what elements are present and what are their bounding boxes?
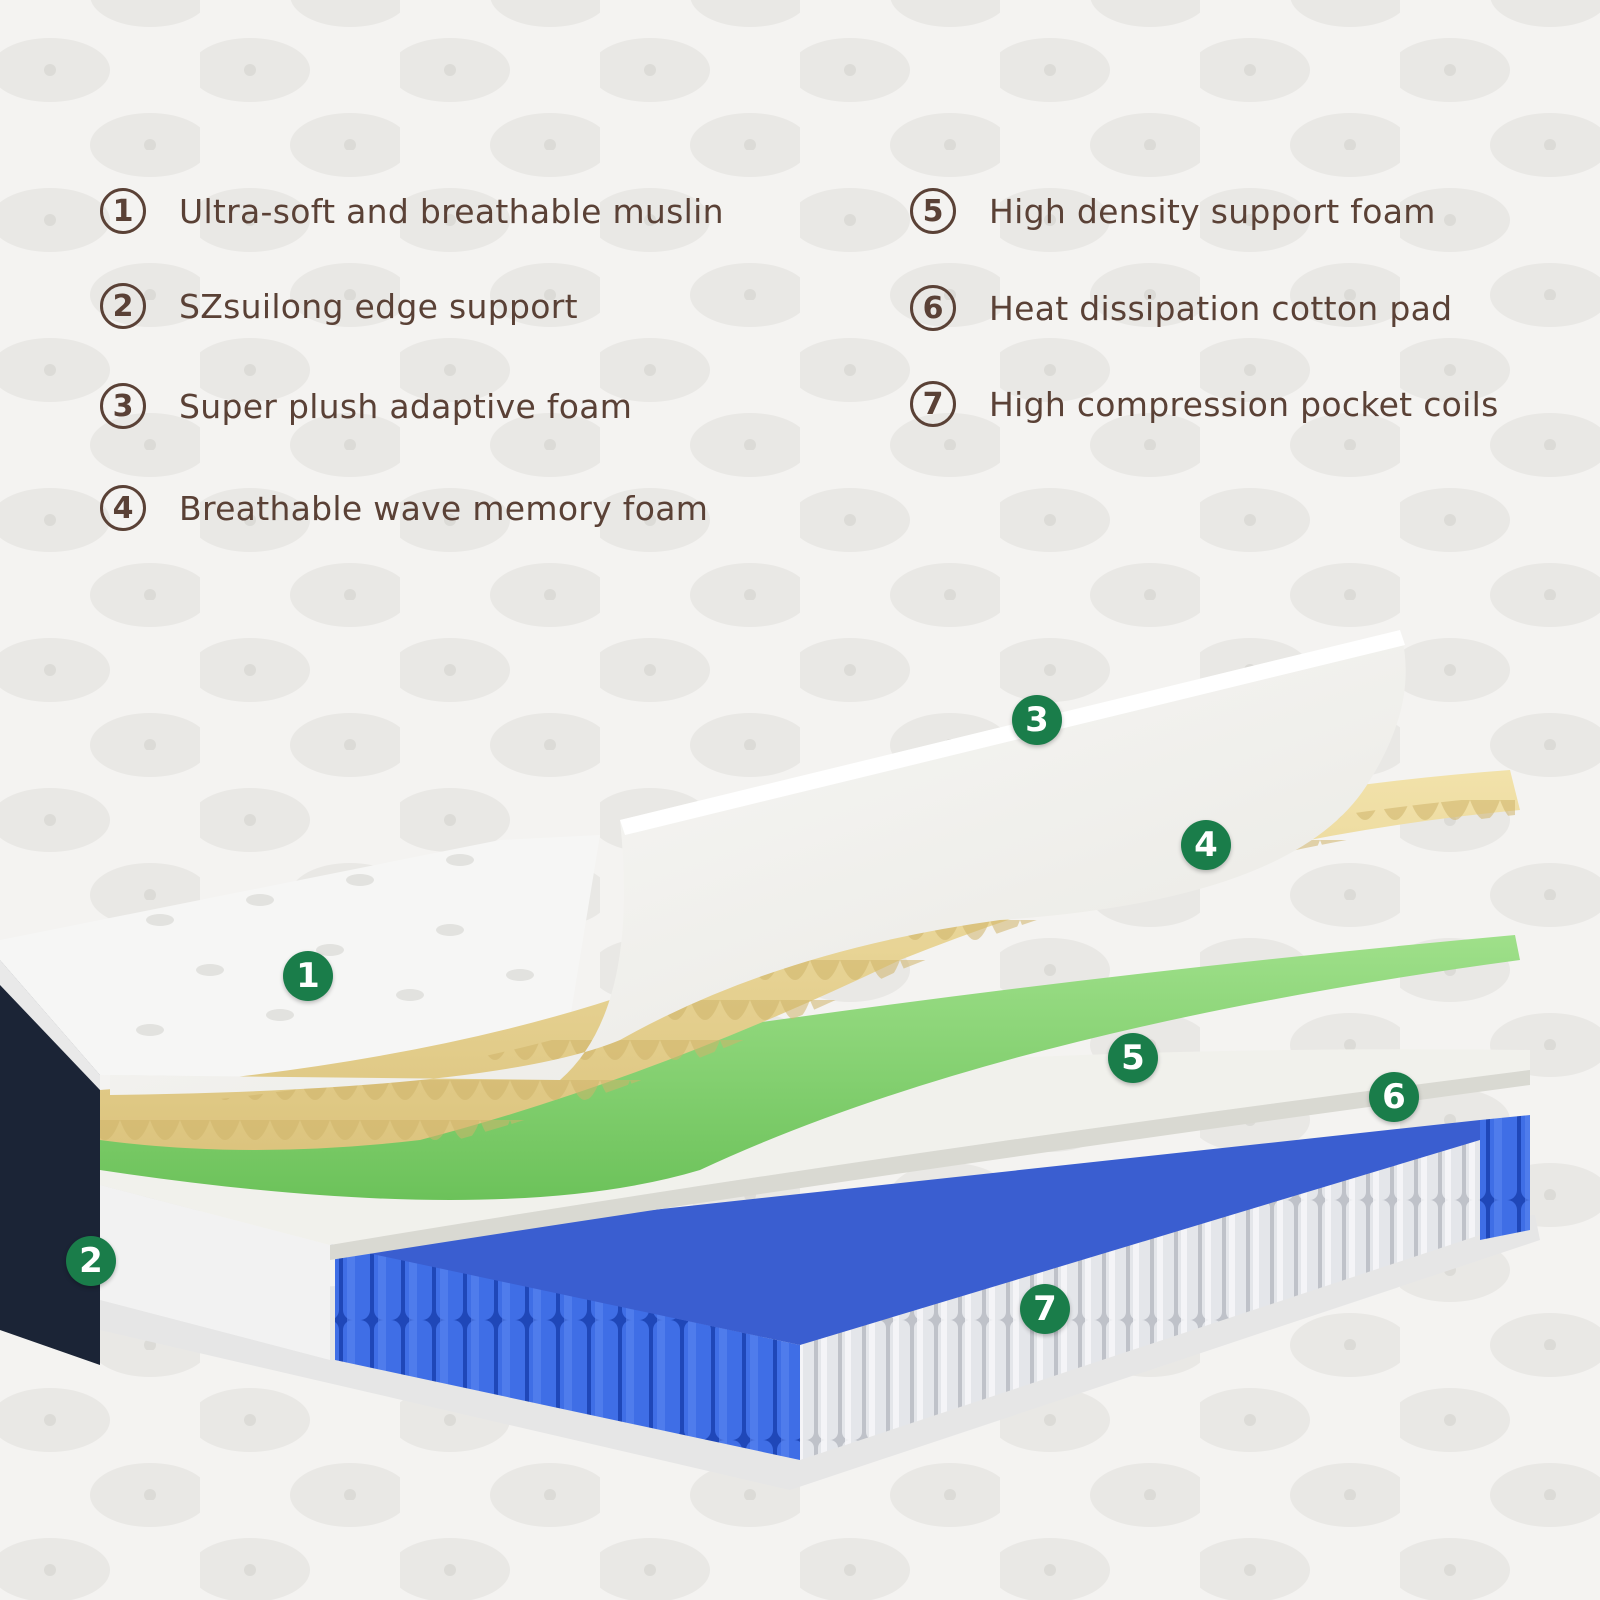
legend-number: 7 bbox=[910, 381, 956, 427]
legend-label: High density support foam bbox=[989, 191, 1436, 231]
legend-item-2: 2 SZsuilong edge support bbox=[100, 276, 578, 336]
legend-item-3: 3 Super plush adaptive foam bbox=[100, 376, 632, 436]
layer-badge-1: 1 bbox=[283, 951, 333, 1001]
layer-badge-2: 2 bbox=[66, 1236, 116, 1286]
legend-item-5: 5 High density support foam bbox=[910, 181, 1436, 241]
legend-item-4: 4 Breathable wave memory foam bbox=[100, 478, 708, 538]
layer-badge-3: 3 bbox=[1012, 695, 1062, 745]
legend-label: Breathable wave memory foam bbox=[179, 488, 709, 528]
legend-number: 5 bbox=[910, 188, 956, 234]
legend-number: 3 bbox=[100, 383, 146, 429]
legend-label: High compression pocket coils bbox=[989, 384, 1499, 424]
legend-item-1: 1 Ultra-soft and breathable muslin bbox=[100, 181, 724, 241]
layer-badge-6: 6 bbox=[1369, 1072, 1419, 1122]
legend-number: 4 bbox=[100, 485, 146, 531]
legend-item-7: 7 High compression pocket coils bbox=[910, 374, 1499, 434]
legend-number: 1 bbox=[100, 188, 146, 234]
legend-item-6: 6 Heat dissipation cotton pad bbox=[910, 278, 1452, 338]
legend-label: Super plush adaptive foam bbox=[179, 386, 633, 426]
legend-label: Heat dissipation cotton pad bbox=[989, 288, 1453, 328]
layer-badge-7: 7 bbox=[1020, 1284, 1070, 1334]
legend-label: Ultra-soft and breathable muslin bbox=[179, 191, 724, 231]
legend-number: 6 bbox=[910, 285, 956, 331]
legend-number: 2 bbox=[100, 283, 146, 329]
layer-badge-5: 5 bbox=[1108, 1033, 1158, 1083]
layer-badge-4: 4 bbox=[1181, 820, 1231, 870]
legend-label: SZsuilong edge support bbox=[179, 286, 578, 326]
